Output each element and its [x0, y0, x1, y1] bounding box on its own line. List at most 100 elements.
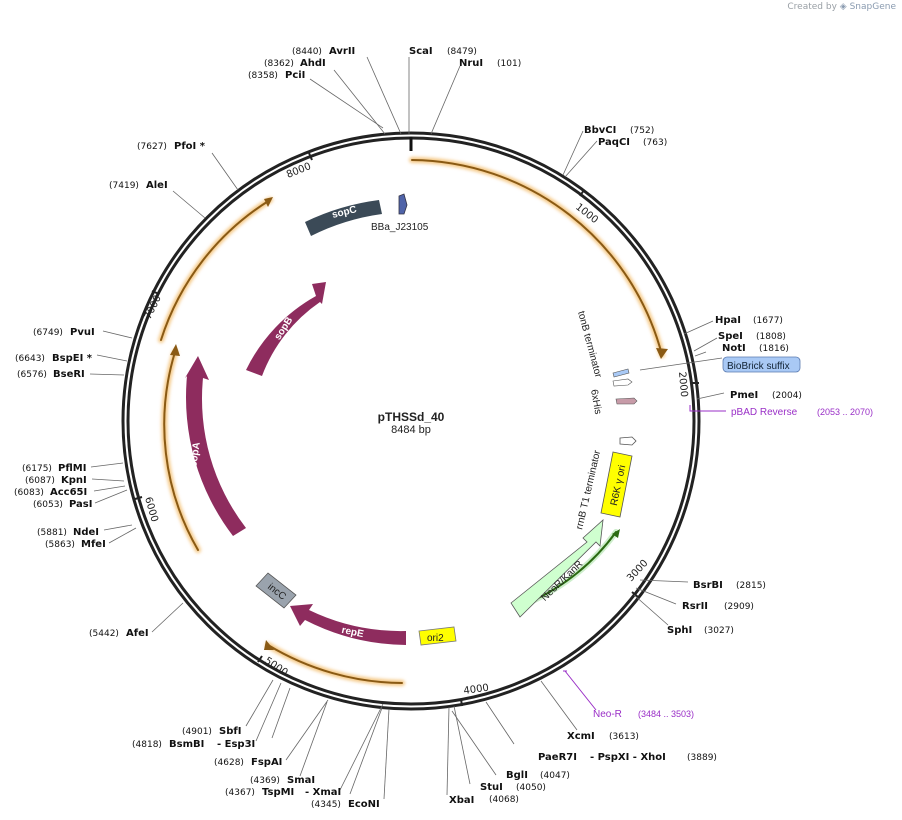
site-pos: (3613): [609, 732, 639, 742]
site-xcmi[interactable]: XcmI (3613): [567, 731, 639, 742]
site-pos: (4068): [489, 795, 519, 805]
site-pos: (1808): [756, 332, 786, 342]
feature-ori2[interactable]: ori2: [418, 626, 457, 646]
site-name: NruI: [459, 58, 483, 69]
feature-sopB[interactable]: sopB: [246, 282, 326, 376]
site-bbvci[interactable]: BbvCI (752): [584, 125, 654, 136]
site-extra: - Esp3I: [217, 739, 255, 750]
site-scai[interactable]: ScaI(8479): [409, 46, 477, 57]
site-bseri[interactable]: (6576)BseRI: [17, 369, 85, 380]
site-pasi[interactable]: (6053)PasI: [33, 499, 92, 510]
primer-name-neo-r: Neo-R: [593, 709, 622, 720]
site-avrii[interactable]: (8440)AvrII: [292, 46, 355, 57]
site-pos: (4345): [311, 800, 341, 810]
feature-bba-j23105[interactable]: BBa_J23105: [371, 193, 429, 233]
site-name: SmaI: [287, 775, 315, 786]
feature-repE[interactable]: repE: [290, 604, 406, 645]
site-hpai[interactable]: HpaI(1677): [715, 315, 783, 326]
site-pos: (6749): [33, 328, 63, 338]
orf-arc-upper-left: [158, 197, 273, 343]
site-ahdi[interactable]: (8362)AhdI: [264, 58, 326, 69]
site-ndei[interactable]: (5881)NdeI: [37, 527, 99, 538]
site-name: PflMI: [58, 463, 86, 474]
primer-neo-r[interactable]: Neo-R (3484 .. 3503): [563, 670, 694, 720]
site-name: BbvCI: [584, 125, 616, 136]
site-name: PaqCI: [598, 137, 630, 148]
site-name: NdeI: [73, 527, 99, 538]
primer-pbad-reverse[interactable]: pBAD Reverse (2053 .. 2070): [689, 405, 873, 418]
site-paer7i[interactable]: PaeR7I- PspXI - XhoI(3889): [538, 752, 717, 763]
feature-biobrick-suffix[interactable]: BioBrick suffix: [722, 356, 801, 373]
site-tspmi[interactable]: (4367)TspMI- XmaI: [225, 787, 341, 798]
feature-incC[interactable]: incC: [255, 572, 297, 609]
site-name: AhdI: [300, 58, 326, 69]
site-stui[interactable]: StuI(4068): [480, 782, 519, 805]
site-frui[interactable]: NruI(101): [459, 58, 521, 69]
feature-label-tonb-terminator: tonB terminator: [575, 310, 603, 380]
site-sbfi[interactable]: (4901)SbfI: [182, 726, 241, 737]
site-spei[interactable]: SpeI(1808): [718, 331, 786, 342]
site-pos: (3027): [704, 626, 734, 636]
site-name: NotI: [722, 343, 746, 354]
feature-label-biobrick-suffix: BioBrick suffix: [727, 361, 790, 372]
site-pos: (7627): [137, 142, 167, 152]
site-bspei[interactable]: (6643)BspEI *: [15, 353, 93, 364]
site-afei[interactable]: (5442)AfeI: [89, 628, 149, 639]
feature-tonb-terminator[interactable]: tonB terminator: [575, 310, 633, 387]
site-name: PasI: [69, 499, 92, 510]
site-fspai[interactable]: (4628) FspAI: [214, 757, 282, 768]
site-name: XcmI: [567, 731, 595, 742]
site-name: PfoI *: [174, 141, 206, 152]
site-pflmi[interactable]: (6175)PflMI: [22, 463, 86, 474]
site-alei[interactable]: (7419)AleI: [109, 180, 168, 191]
site-bsmbi[interactable]: (4818)BsmBI- Esp3I: [132, 739, 255, 750]
site-noti[interactable]: NotI(1816): [722, 343, 789, 354]
orf-arc-right: [409, 157, 668, 359]
site-pos: (752): [630, 126, 654, 136]
site-pvui[interactable]: (6749) PvuI: [33, 327, 95, 338]
feature-neor-kanr[interactable]: NeoR/KanR: [510, 518, 604, 618]
site-pos: (6087): [25, 476, 55, 486]
site-name: KpnI: [61, 475, 87, 486]
site-sphi[interactable]: SphI(3027): [667, 625, 734, 636]
site-bsrbi[interactable]: BsrBI(2815): [693, 580, 766, 591]
plasmid-name: pTHSSd_40: [378, 410, 445, 424]
feature-6xhis[interactable]: 6xHis: [588, 389, 638, 416]
site-mfei[interactable]: (5863)MfeI: [45, 539, 106, 550]
site-bgli[interactable]: BglI(4050): [506, 770, 546, 793]
site-pos: (4628): [214, 758, 244, 768]
site-smai[interactable]: (4369)SmaI: [250, 775, 315, 786]
site-name: AvrII: [329, 46, 355, 57]
site-name: PciI: [285, 70, 305, 81]
site-pos: (7419): [109, 181, 139, 191]
site-pos: (6576): [17, 370, 47, 380]
site-kpni[interactable]: (6087) KpnI: [25, 475, 87, 486]
site-name: FspAI: [251, 757, 282, 768]
site-pfoi[interactable]: (7627) PfoI *: [137, 141, 206, 152]
site-econi[interactable]: (4345)EcoNI: [311, 799, 380, 810]
site-paqci[interactable]: PaqCI(763): [598, 137, 667, 148]
site-pos-alt: (4047): [540, 771, 570, 781]
snapgene-logo-icon: ◈: [839, 2, 850, 12]
site-pmei[interactable]: PmeI(2004): [730, 390, 802, 401]
orf-arc-bottom: [264, 640, 405, 686]
feature-sopA[interactable]: sopA: [185, 356, 246, 536]
site-pcii[interactable]: (8358)PciI: [248, 70, 305, 81]
site-xbai[interactable]: XbaI: [449, 795, 474, 806]
backbone: [121, 131, 701, 711]
feature-sopC[interactable]: sopC: [305, 200, 382, 236]
site-acc65i[interactable]: (6083)Acc65I: [14, 487, 87, 498]
feature-label-6xhis: 6xHis: [588, 389, 603, 416]
primer-range-pbad-reverse: (2053 .. 2070): [817, 407, 873, 417]
site-rsrii[interactable]: RsrII(2909): [682, 601, 754, 612]
site-name: PvuI: [70, 327, 95, 338]
tick-label-4000: 4000: [463, 683, 490, 697]
tick-4000: 4000: [460, 683, 490, 707]
site-pos: (1677): [753, 316, 783, 326]
feature-label-ori2: ori2: [427, 633, 444, 644]
site-pos: (5863): [45, 540, 75, 550]
feature-r6k-ori[interactable]: R6K γ ori: [600, 451, 633, 518]
site-bgli-alt: (4047): [540, 771, 570, 781]
site-name: TspMI: [262, 787, 294, 798]
